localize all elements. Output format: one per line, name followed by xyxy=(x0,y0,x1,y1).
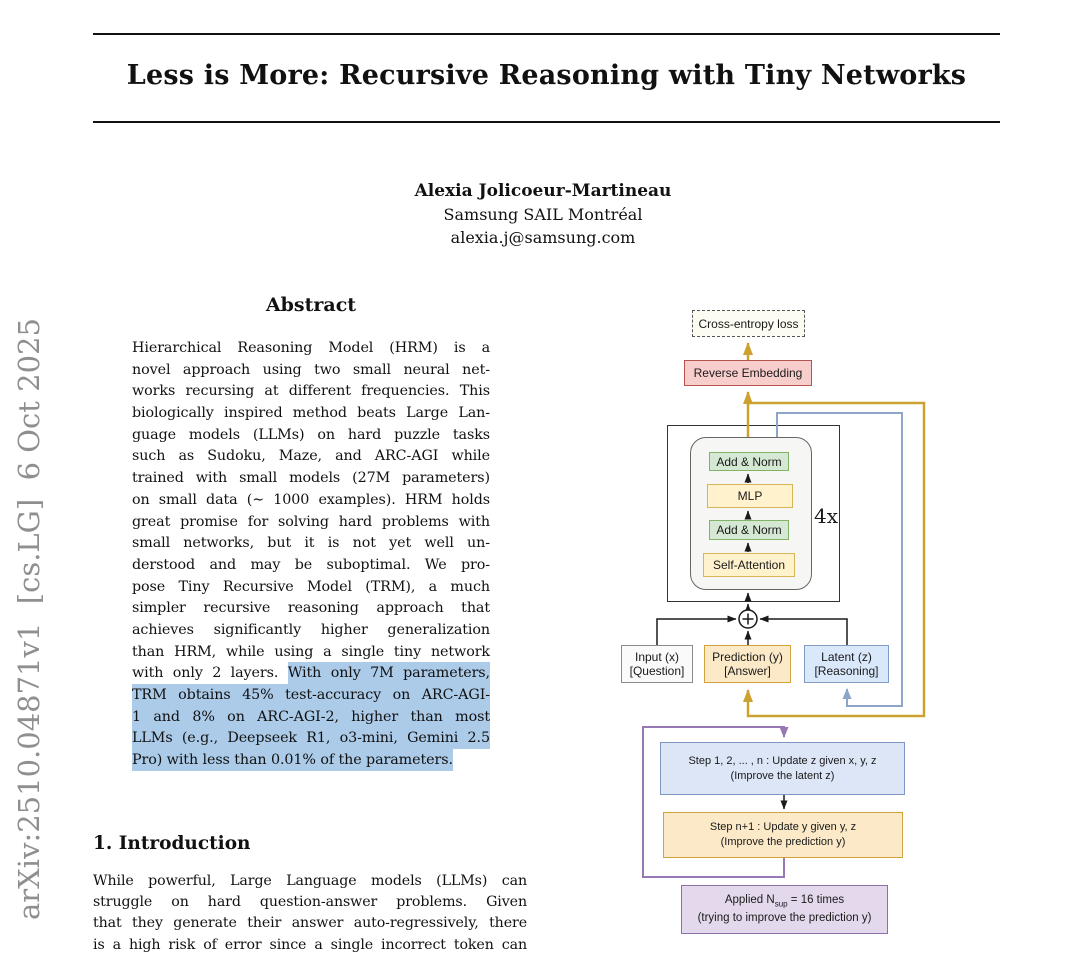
intro-line: that they generate their answer auto-reg… xyxy=(93,915,527,932)
author-name: Alexia Jolicoeur-Martineau xyxy=(414,181,672,201)
prediction-y-box: Prediction (y)[Answer] xyxy=(704,645,791,683)
abstract-line: great promise for solving hard problems … xyxy=(132,513,490,530)
abstract-line: achieves significantly higher generaliza… xyxy=(132,621,490,638)
input-to-sum-arrow xyxy=(656,615,737,645)
highlighted-text: With only 7M parameters, xyxy=(287,662,490,685)
abstract-line: such as Sudoku, Maze, and ARC-AGI while xyxy=(132,448,490,465)
add-norm-bottom-box: Add & Norm xyxy=(709,520,789,540)
author-affiliation: Samsung SAIL Montréal xyxy=(443,205,643,224)
input-x-box: Input (x)[Question] xyxy=(621,645,693,683)
abstract-line: pose Tiny Recursive Model (TRM), a much xyxy=(132,578,490,595)
cross-entropy-loss-box: Cross-entropy loss xyxy=(692,310,805,337)
purple-loop-path xyxy=(642,726,789,878)
abstract-line: simpler recursive reasoning approach tha… xyxy=(132,600,490,617)
section-heading-introduction: 1. Introduction xyxy=(93,833,251,854)
abstract-line-highlighted: LLMs (e.g., Deepseek R1, o3-mini, Gemini… xyxy=(132,727,490,750)
purple-loop-arrow xyxy=(642,726,789,878)
author-email: alexia.j@samsung.com xyxy=(450,228,636,247)
abstract-line-highlighted: 1 and 8% on ARC-AGI-2, higher than most xyxy=(132,705,490,729)
abstract-line: works recursing at different frequencies… xyxy=(132,383,490,400)
step-update-y-box: Step n+1 : Update y given y, z(Improve t… xyxy=(663,812,903,858)
abstract-line: small networks, but it is not yet well u… xyxy=(132,535,490,552)
latent-to-sum-arrow xyxy=(759,615,848,645)
abstract-line: on small data (∼ 1000 examples). HRM hol… xyxy=(132,491,490,508)
mlp-box: MLP xyxy=(707,484,793,508)
intro-line: While powerful, Large Language models (L… xyxy=(93,873,527,889)
blue-feedback-to-latent xyxy=(776,412,903,707)
abstract-line: novel approach using two small neural ne… xyxy=(132,361,490,378)
repeat-4x-label: 4x xyxy=(813,504,838,528)
abstract-line: biologically inspired method beats Large… xyxy=(132,405,490,422)
intro-line: struggle on hard question-answer problem… xyxy=(93,894,527,911)
applied-line1: Applied Nsup = 16 times xyxy=(724,893,845,909)
black-connectors xyxy=(656,473,848,810)
transformer-block-frame xyxy=(667,425,840,602)
abstract-line: trained with small models (27M parameter… xyxy=(132,470,490,487)
applied-nsup-box: Applied Nsup = 16 times (trying to impro… xyxy=(681,885,888,934)
title-bottom-rule xyxy=(93,121,1000,123)
abstract-text: Hierarchical Reasoning Model (HRM) is a … xyxy=(132,338,490,772)
abstract-line: Hierarchical Reasoning Model (HRM) is a xyxy=(132,340,490,356)
abstract-line: than HRM, while using a single tiny netw… xyxy=(132,643,490,660)
blue-recursion-path xyxy=(776,412,903,707)
author-block: Alexia Jolicoeur-Martineau Samsung SAIL … xyxy=(0,180,1086,249)
introduction-paragraph: While powerful, Large Language models (L… xyxy=(93,871,527,956)
arxiv-watermark: arXiv:2510.04871v1 [cs.LG] 6 Oct 2025 xyxy=(12,318,46,920)
paper-title: Less is More: Recursive Reasoning with T… xyxy=(126,60,967,91)
abstract-heading: Abstract xyxy=(265,294,357,316)
abstract-line-highlight-start: with only 2 layers. With only 7M paramet… xyxy=(132,662,490,685)
latent-z-box: Latent (z)[Reasoning] xyxy=(804,645,889,683)
top-rule xyxy=(93,33,1000,35)
abstract-line: derstood and may be suboptimal. We pro- xyxy=(132,556,490,573)
add-norm-top-box: Add & Norm xyxy=(709,452,789,471)
figure-connectors xyxy=(642,342,926,878)
gold-recursion-path xyxy=(743,342,926,718)
reverse-embedding-box: Reverse Embedding xyxy=(684,360,812,386)
plus-sum-icon xyxy=(738,609,758,629)
step-update-z-box: Step 1, 2, ... , n : Update z given x, y… xyxy=(660,742,905,795)
gold-feedback-to-prediction xyxy=(743,401,926,718)
abstract-line-highlighted: TRM obtains 45% test-accuracy on ARC-AGI… xyxy=(132,684,490,707)
architecture-figure: Cross-entropy loss Reverse Embedding Add… xyxy=(560,280,1086,956)
abstract-line-highlighted: Pro) with less than 0.01% of the paramet… xyxy=(132,749,490,772)
self-attention-box: Self-Attention xyxy=(703,553,795,577)
intro-line: is a high risk of error since a single i… xyxy=(93,936,527,953)
abstract-line: guage models (LLMs) on hard puzzle tasks xyxy=(132,426,490,443)
